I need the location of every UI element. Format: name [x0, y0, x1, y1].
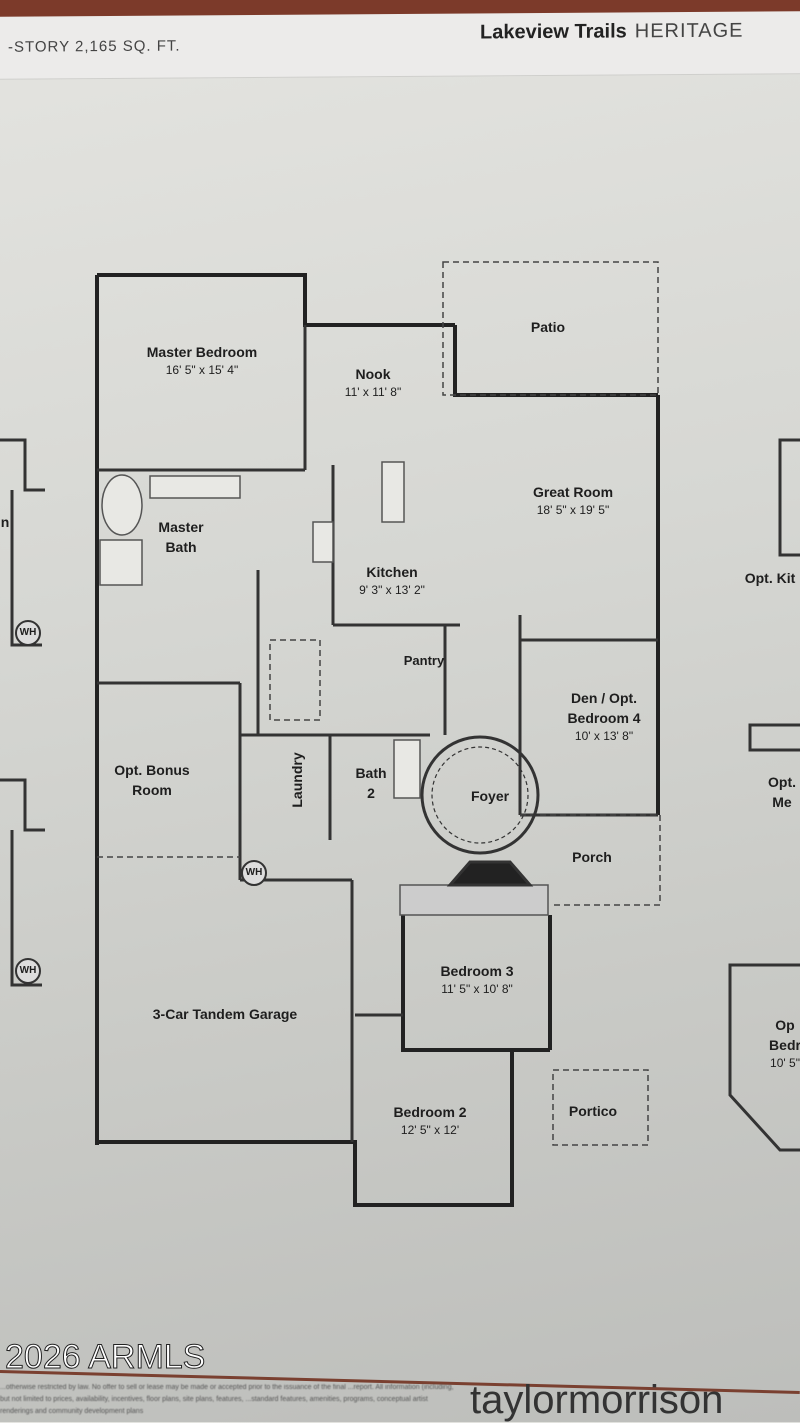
builder-brand: taylormorrison: [470, 1378, 724, 1422]
room-patio: Patio: [530, 319, 566, 335]
fixtures: [99, 461, 549, 916]
neighbor-water-heater-icon: WH: [15, 958, 41, 984]
armls-watermark: 2026 ARMLS: [4, 1338, 206, 1377]
room-master-bath: Master Bath: [158, 519, 204, 555]
room-bonus: Opt. Bonus Room: [114, 762, 190, 798]
exterior-walls: [95, 273, 660, 1207]
room-garage: 3-Car Tandem Garage: [152, 1006, 298, 1022]
room-pantry: Pantry: [403, 653, 445, 668]
neighbor-opt-kitchen: Opt. Kit: [744, 570, 796, 586]
legal-disclaimer: ...otherwise restricted by law. No offer…: [0, 1384, 454, 1415]
room-portico: Portico: [568, 1103, 618, 1119]
room-porch: Porch: [572, 849, 612, 865]
foyer-rotunda: [420, 735, 540, 887]
neighbor-water-heater-icon: WH: [15, 620, 41, 646]
room-foyer: Foyer: [470, 788, 510, 804]
neighbor-left-label: n: [0, 514, 10, 530]
dashed-outlines: [97, 261, 661, 1146]
water-heater-icon: WH: [241, 860, 267, 886]
neighbor-opt-media: Opt. Me: [768, 774, 796, 810]
room-bath-2: Bath 2: [355, 765, 387, 801]
room-laundry: Laundry: [289, 752, 305, 808]
